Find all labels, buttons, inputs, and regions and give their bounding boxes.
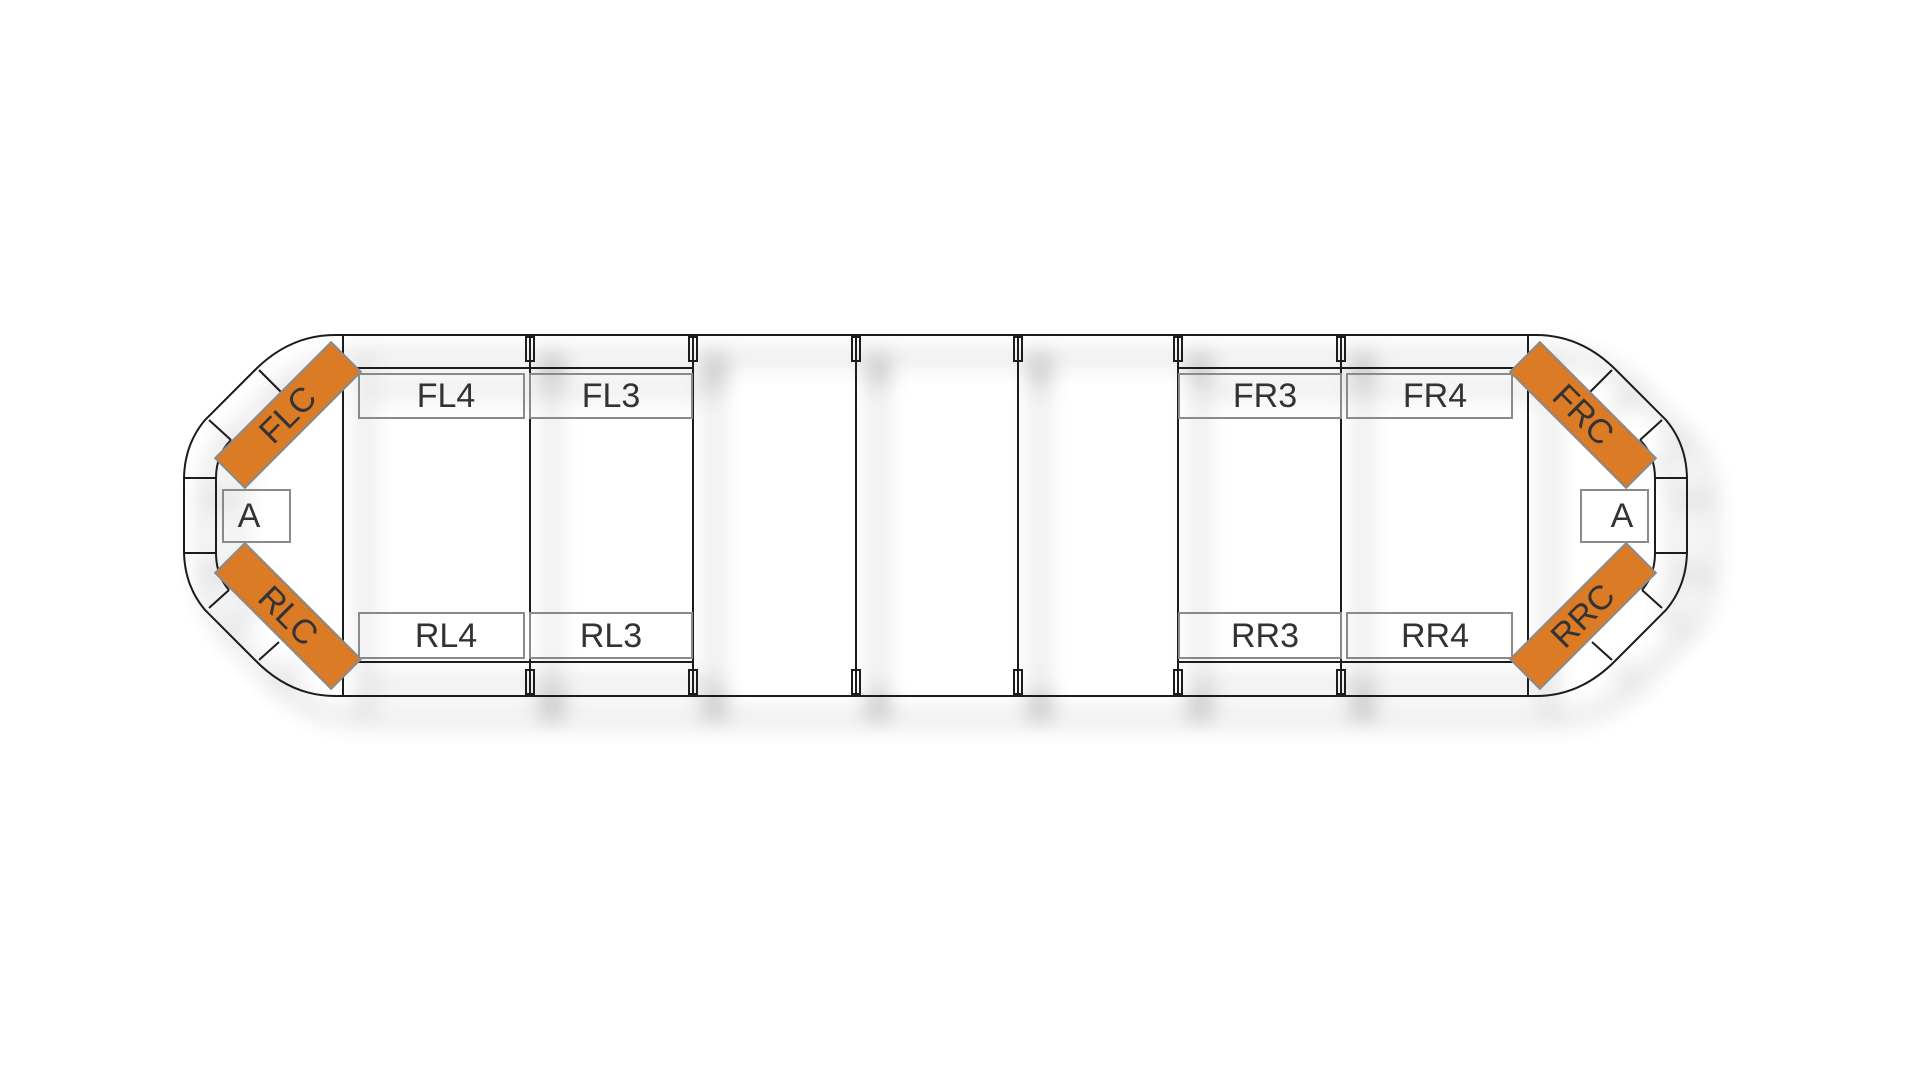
svg-text:RR4: RR4: [1401, 617, 1469, 655]
svg-text:RR3: RR3: [1231, 617, 1299, 655]
lightbar-body: [183, 334, 1688, 697]
module-fr4[interactable]: FR4: [1346, 373, 1513, 419]
svg-text:FR3: FR3: [1233, 377, 1297, 415]
module-rr3[interactable]: RR3: [1178, 612, 1342, 659]
module-rear-left-corner[interactable]: RLC: [213, 541, 363, 691]
module-left-end[interactable]: A: [222, 489, 291, 543]
module-fl4[interactable]: FL4: [358, 373, 525, 419]
module-fl3[interactable]: FL3: [529, 373, 693, 419]
module-rear-right-corner[interactable]: RRC: [1508, 541, 1658, 691]
module-rl3[interactable]: RL3: [529, 612, 693, 659]
module-rr4[interactable]: RR4: [1346, 612, 1513, 659]
module-fr3[interactable]: FR3: [1178, 373, 1342, 419]
module-rl4[interactable]: RL4: [358, 612, 525, 659]
svg-text:A: A: [238, 497, 261, 535]
svg-text:RL4: RL4: [415, 617, 477, 655]
svg-text:A: A: [1611, 497, 1634, 535]
svg-text:RL3: RL3: [580, 617, 642, 655]
module-front-right-corner[interactable]: FRC: [1508, 340, 1658, 490]
svg-text:FR4: FR4: [1403, 377, 1467, 415]
module-right-end[interactable]: A: [1580, 489, 1649, 543]
svg-text:FL3: FL3: [582, 377, 641, 415]
empty-center-sections: [692, 334, 1179, 697]
svg-text:FL4: FL4: [417, 377, 476, 415]
module-front-left-corner[interactable]: FLC: [213, 340, 363, 490]
